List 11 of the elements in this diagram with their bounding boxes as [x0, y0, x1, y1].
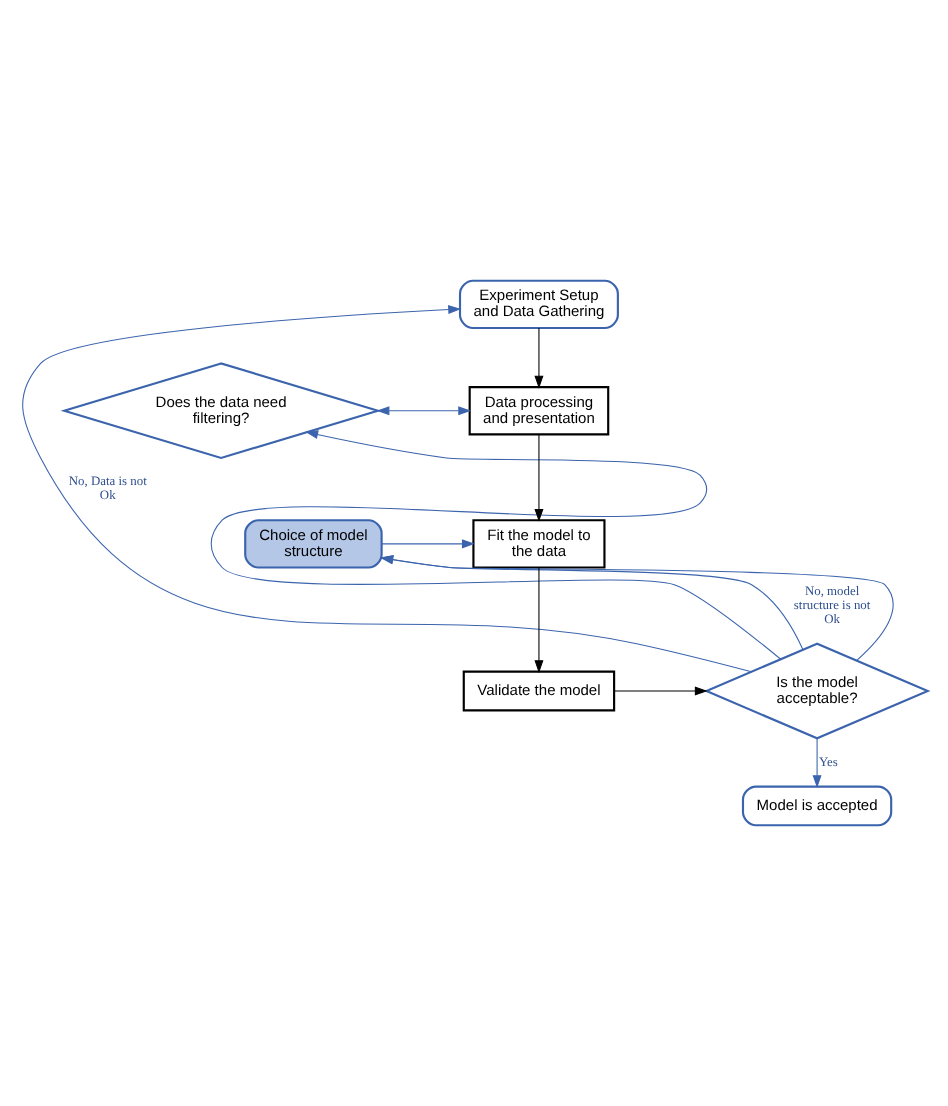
arrow — [380, 539, 474, 549]
arrow — [375, 406, 471, 416]
arrow — [379, 555, 803, 650]
arrow — [612, 686, 707, 696]
arrow — [533, 434, 543, 522]
arrow — [533, 567, 543, 674]
arrow — [379, 555, 893, 662]
arrow — [533, 327, 543, 389]
arrow — [21, 305, 751, 673]
arrow — [811, 737, 821, 789]
arrow — [209, 430, 781, 660]
